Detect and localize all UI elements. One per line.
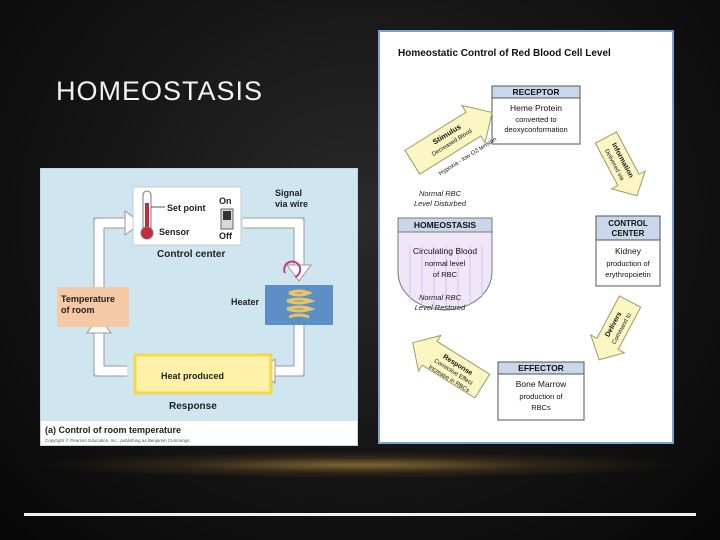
effector-header: EFFECTOR (518, 363, 564, 373)
disturbed-label-2: Level Disturbed (414, 199, 467, 208)
receptor-box: RECEPTOR Heme Protein converted to deoxy… (491, 85, 581, 145)
heater-label: Heater (231, 297, 260, 307)
effector-line2: RBCs (531, 403, 551, 412)
switch-on-label: On (219, 196, 232, 206)
effector-box: EFFECTOR Bone Marrow production of RBCs (497, 361, 585, 421)
stimulus-arrow: Stimulus Decreased Blood Hypoxia - low O… (404, 104, 498, 177)
arrow-control-to-heater (243, 218, 304, 267)
footer-glow (40, 452, 680, 478)
arrow-heat-to-room (94, 331, 127, 376)
heater-coil-icon (286, 289, 316, 319)
rbc-control-figure: Homeostatic Control of Red Blood Cell Le… (378, 30, 674, 444)
homeostasis-line2: of RBC (433, 270, 458, 279)
arrow-heater-to-heat (273, 317, 304, 376)
current-arrow-icon (283, 260, 302, 278)
response-label: Response (169, 401, 217, 412)
control-center-header-2: CENTER (612, 229, 645, 238)
signal-label-1: Signal (275, 188, 302, 198)
control-center-header-1: CONTROL (608, 219, 648, 228)
slide-title: HOMEOSTASIS (56, 76, 264, 106)
temperature-label-2: of room (61, 305, 95, 315)
temperature-label-1: Temperature (61, 294, 115, 304)
room-temperature-figure: Set point Sensor On Off Control center S… (40, 168, 358, 446)
restored-label-2: Level Restored (415, 303, 466, 312)
copyright-text: Copyright © Pearson Education, Inc., pub… (45, 437, 191, 443)
heat-produced-label: Heat produced (161, 371, 224, 381)
control-center-name: Kidney (615, 246, 642, 256)
cycle-arrows (94, 218, 304, 376)
thermometer-icon (140, 190, 154, 240)
homeostasis-name: Circulating Blood (413, 246, 478, 256)
effector-line1: production of (519, 392, 563, 401)
disturbed-label-1: Normal RBC (419, 189, 462, 198)
effector-name: Bone Marrow (516, 379, 567, 389)
control-center-box: CONTROL CENTER Kidney production of eryt… (595, 215, 661, 287)
response-arrow: Response Corrective Effect Increase in R… (412, 334, 491, 399)
set-point-label: Set point (167, 203, 206, 213)
temperature-box (57, 287, 129, 327)
control-center-label: Control center (157, 249, 225, 260)
signal-label-2: via wire (275, 199, 308, 209)
information-arrow: Information Delivered via (594, 131, 647, 197)
switch-icon (220, 208, 234, 230)
homeostasis-box: HOMEOSTASIS Circulating Blood normal lev… (397, 217, 493, 311)
receptor-header: RECEPTOR (512, 87, 559, 97)
restored-label-1: Normal RBC (419, 293, 462, 302)
homeostasis-header: HOMEOSTASIS (414, 220, 477, 230)
heat-produced-box (133, 353, 273, 395)
rbc-figure-title: Homeostatic Control of Red Blood Cell Le… (398, 48, 611, 59)
control-center-line1: production of (606, 259, 650, 268)
receptor-line1: converted to (515, 115, 556, 124)
sensor-label: Sensor (159, 227, 190, 237)
receptor-name: Heme Protein (510, 103, 562, 113)
control-center-line2: erythropoietin (605, 270, 650, 279)
homeostasis-line1: normal level (425, 259, 466, 268)
figure-caption: (a) Control of room temperature (45, 425, 181, 435)
delivers-arrow: Delivers Command to (589, 295, 642, 361)
footer-divider (24, 513, 696, 516)
receptor-line2: deoxyconformation (504, 125, 567, 134)
arrow-room-to-control (94, 218, 127, 287)
switch-off-label: Off (219, 231, 233, 241)
